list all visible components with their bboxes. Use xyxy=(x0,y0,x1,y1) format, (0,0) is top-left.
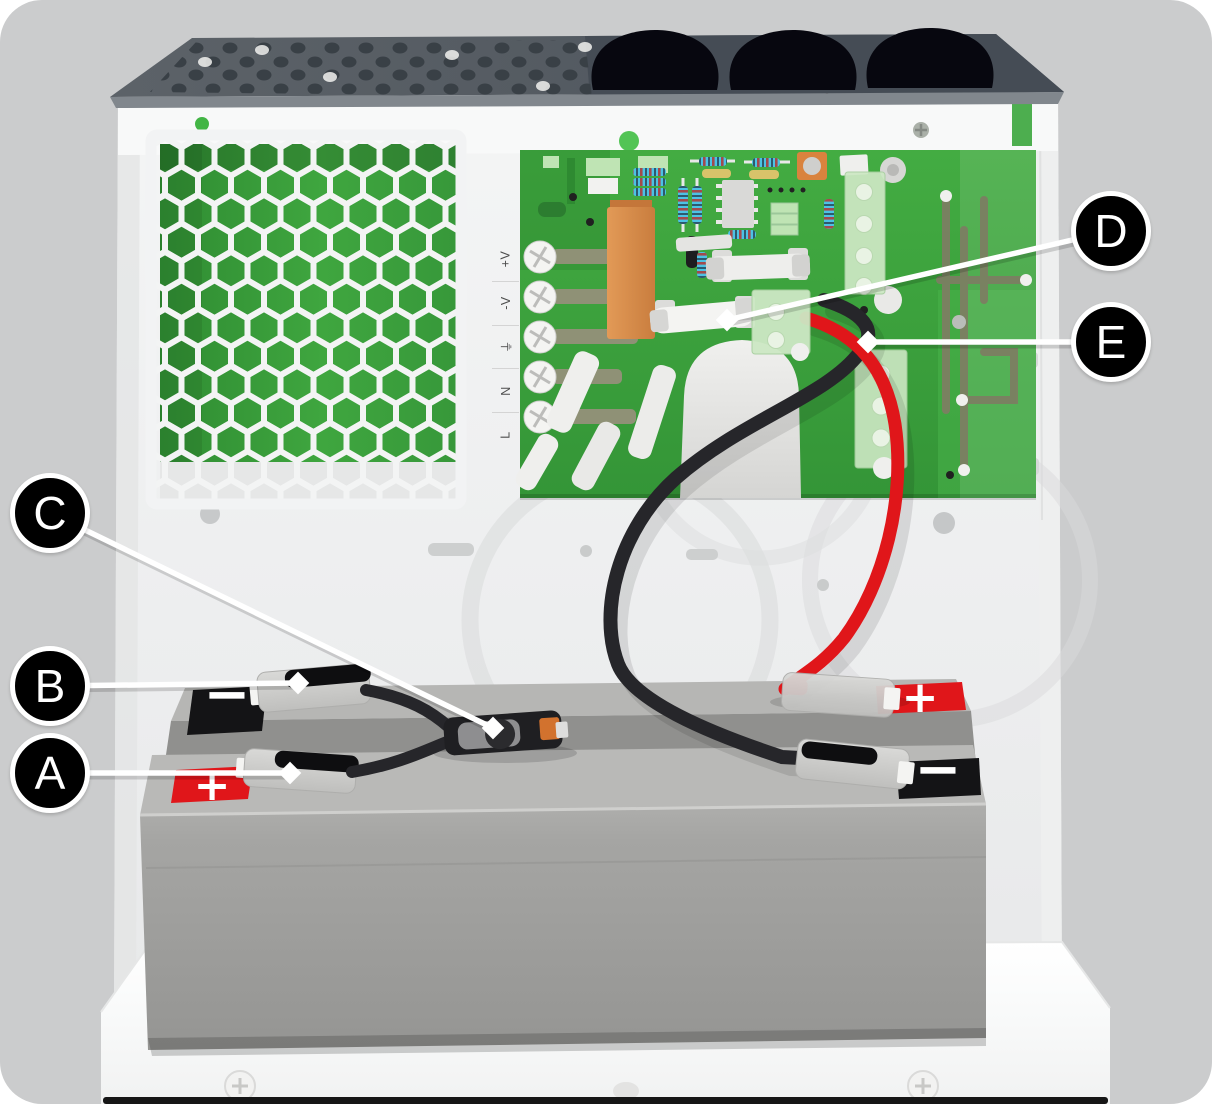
terminal-block-upper xyxy=(844,171,886,295)
battery-shadow xyxy=(148,1028,986,1056)
leader-lines xyxy=(47,228,1114,776)
cable-grommet-3 xyxy=(866,28,994,88)
pcb-traces xyxy=(936,192,1030,474)
pcb-mount-hole xyxy=(952,315,966,329)
terminal-label-neutral: N xyxy=(498,386,513,396)
pcb-fuse-upper xyxy=(675,234,811,282)
connector-black-lead xyxy=(795,738,915,790)
terminal-label-cell: N xyxy=(492,369,519,414)
terminal-label-minus-v: -V xyxy=(498,296,513,310)
terminal-label-line: L xyxy=(498,430,513,439)
callout-c: C xyxy=(10,473,90,553)
panel-screw-top-right xyxy=(913,122,929,138)
battery-connectors xyxy=(235,663,915,794)
base-bottom-edge xyxy=(103,1097,1108,1104)
resistor-stack xyxy=(633,168,666,196)
base-screw-left xyxy=(224,1070,256,1102)
rear-positive-symbol: + xyxy=(902,672,939,723)
callout-e-letter: E xyxy=(1095,316,1127,368)
terminal-label-earth: ⏚ xyxy=(499,340,514,354)
tact-switch xyxy=(797,152,827,180)
terminal-label-cell: -V xyxy=(492,282,519,326)
perforations xyxy=(150,40,592,97)
rear-negative-terminal-mark xyxy=(187,686,267,735)
connector-red-lead xyxy=(780,672,901,718)
battery-front: + − xyxy=(139,693,987,1056)
orange-capacitor xyxy=(607,207,655,339)
front-negative-symbol: − xyxy=(915,737,962,802)
callout-c-letter: C xyxy=(33,487,67,539)
pcb-solder-pads xyxy=(940,190,1032,476)
honeycomb-lattice xyxy=(154,138,460,502)
cable-grommet-2 xyxy=(729,30,857,90)
pcb-fuse-lower xyxy=(649,296,755,334)
terminal-label-plus-v: +V xyxy=(498,251,513,268)
callout-a-letter: A xyxy=(34,747,66,799)
red-battery-lead xyxy=(778,311,905,696)
top-panel xyxy=(110,28,1064,108)
callout-b-letter: B xyxy=(34,660,66,712)
lit-perforations xyxy=(198,42,592,91)
terminal-label-cell: ⏚ xyxy=(492,326,519,370)
front-negative-terminal-mark xyxy=(896,758,981,799)
psu-terminal-label-strip: +V -V ⏚ N L xyxy=(492,238,519,456)
terminal-label-cell: L xyxy=(492,413,519,456)
pcb-components xyxy=(538,152,954,479)
connector-a xyxy=(235,748,359,794)
callout-b: B xyxy=(10,646,90,726)
pcb-edge-sliver xyxy=(1012,102,1032,146)
white-film-caps xyxy=(515,351,676,491)
panel-front-bevel xyxy=(110,92,1064,108)
battery-leads xyxy=(603,293,915,777)
screw-hole-green-center xyxy=(619,131,639,151)
screw-hole-green-left xyxy=(195,117,209,131)
cable-grommet-1 xyxy=(591,30,719,90)
pcb-screw xyxy=(880,157,906,183)
callout-e: E xyxy=(1071,302,1151,382)
vent-grille xyxy=(145,129,467,510)
inline-fuse-holder xyxy=(443,710,569,756)
dip-ic xyxy=(716,180,758,228)
base-screw-right xyxy=(907,1070,939,1102)
callout-d-letter: D xyxy=(1094,205,1128,257)
terminal-label-cell: +V xyxy=(492,238,519,282)
front-positive-symbol: + xyxy=(194,760,231,811)
callout-a: A xyxy=(10,733,90,813)
base-hole xyxy=(613,1082,639,1100)
rear-negative-symbol: − xyxy=(204,662,251,727)
callout-d: D xyxy=(1071,191,1151,271)
